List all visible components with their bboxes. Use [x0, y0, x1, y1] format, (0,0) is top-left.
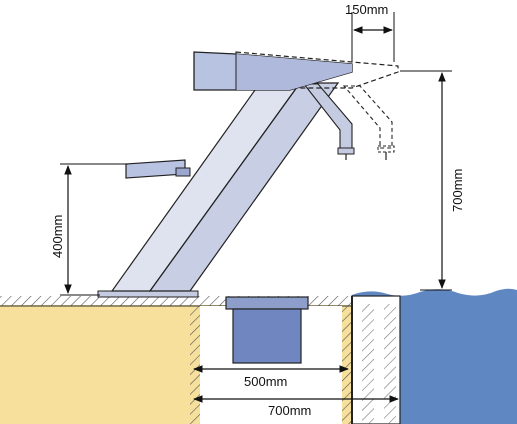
rear-brace-extended: [342, 85, 393, 149]
ground-hatch-strip: [0, 296, 352, 306]
stand-base-plate: [97, 290, 199, 298]
foundation-block: [232, 308, 302, 364]
dim-150-label: 150mm: [345, 2, 388, 17]
pool-wall-hatch-right: [384, 304, 396, 424]
rear-brace-extended-foot: [377, 145, 395, 153]
dim-400-label: 400mm: [50, 215, 65, 258]
foundation-cap: [225, 296, 309, 310]
diving-platform-shade: [236, 54, 352, 90]
dim-700v-label: 700mm: [450, 169, 465, 212]
pit-hatch-right: [342, 306, 352, 424]
dim-700h-label: 700mm: [268, 403, 311, 418]
dim-500-label: 500mm: [244, 374, 287, 389]
support-seam: [149, 82, 301, 292]
rear-brace-foot: [337, 147, 355, 155]
step-bracket: [175, 167, 191, 177]
pit-hatch-left: [190, 306, 200, 424]
pool-wall-hatch: [362, 304, 374, 424]
